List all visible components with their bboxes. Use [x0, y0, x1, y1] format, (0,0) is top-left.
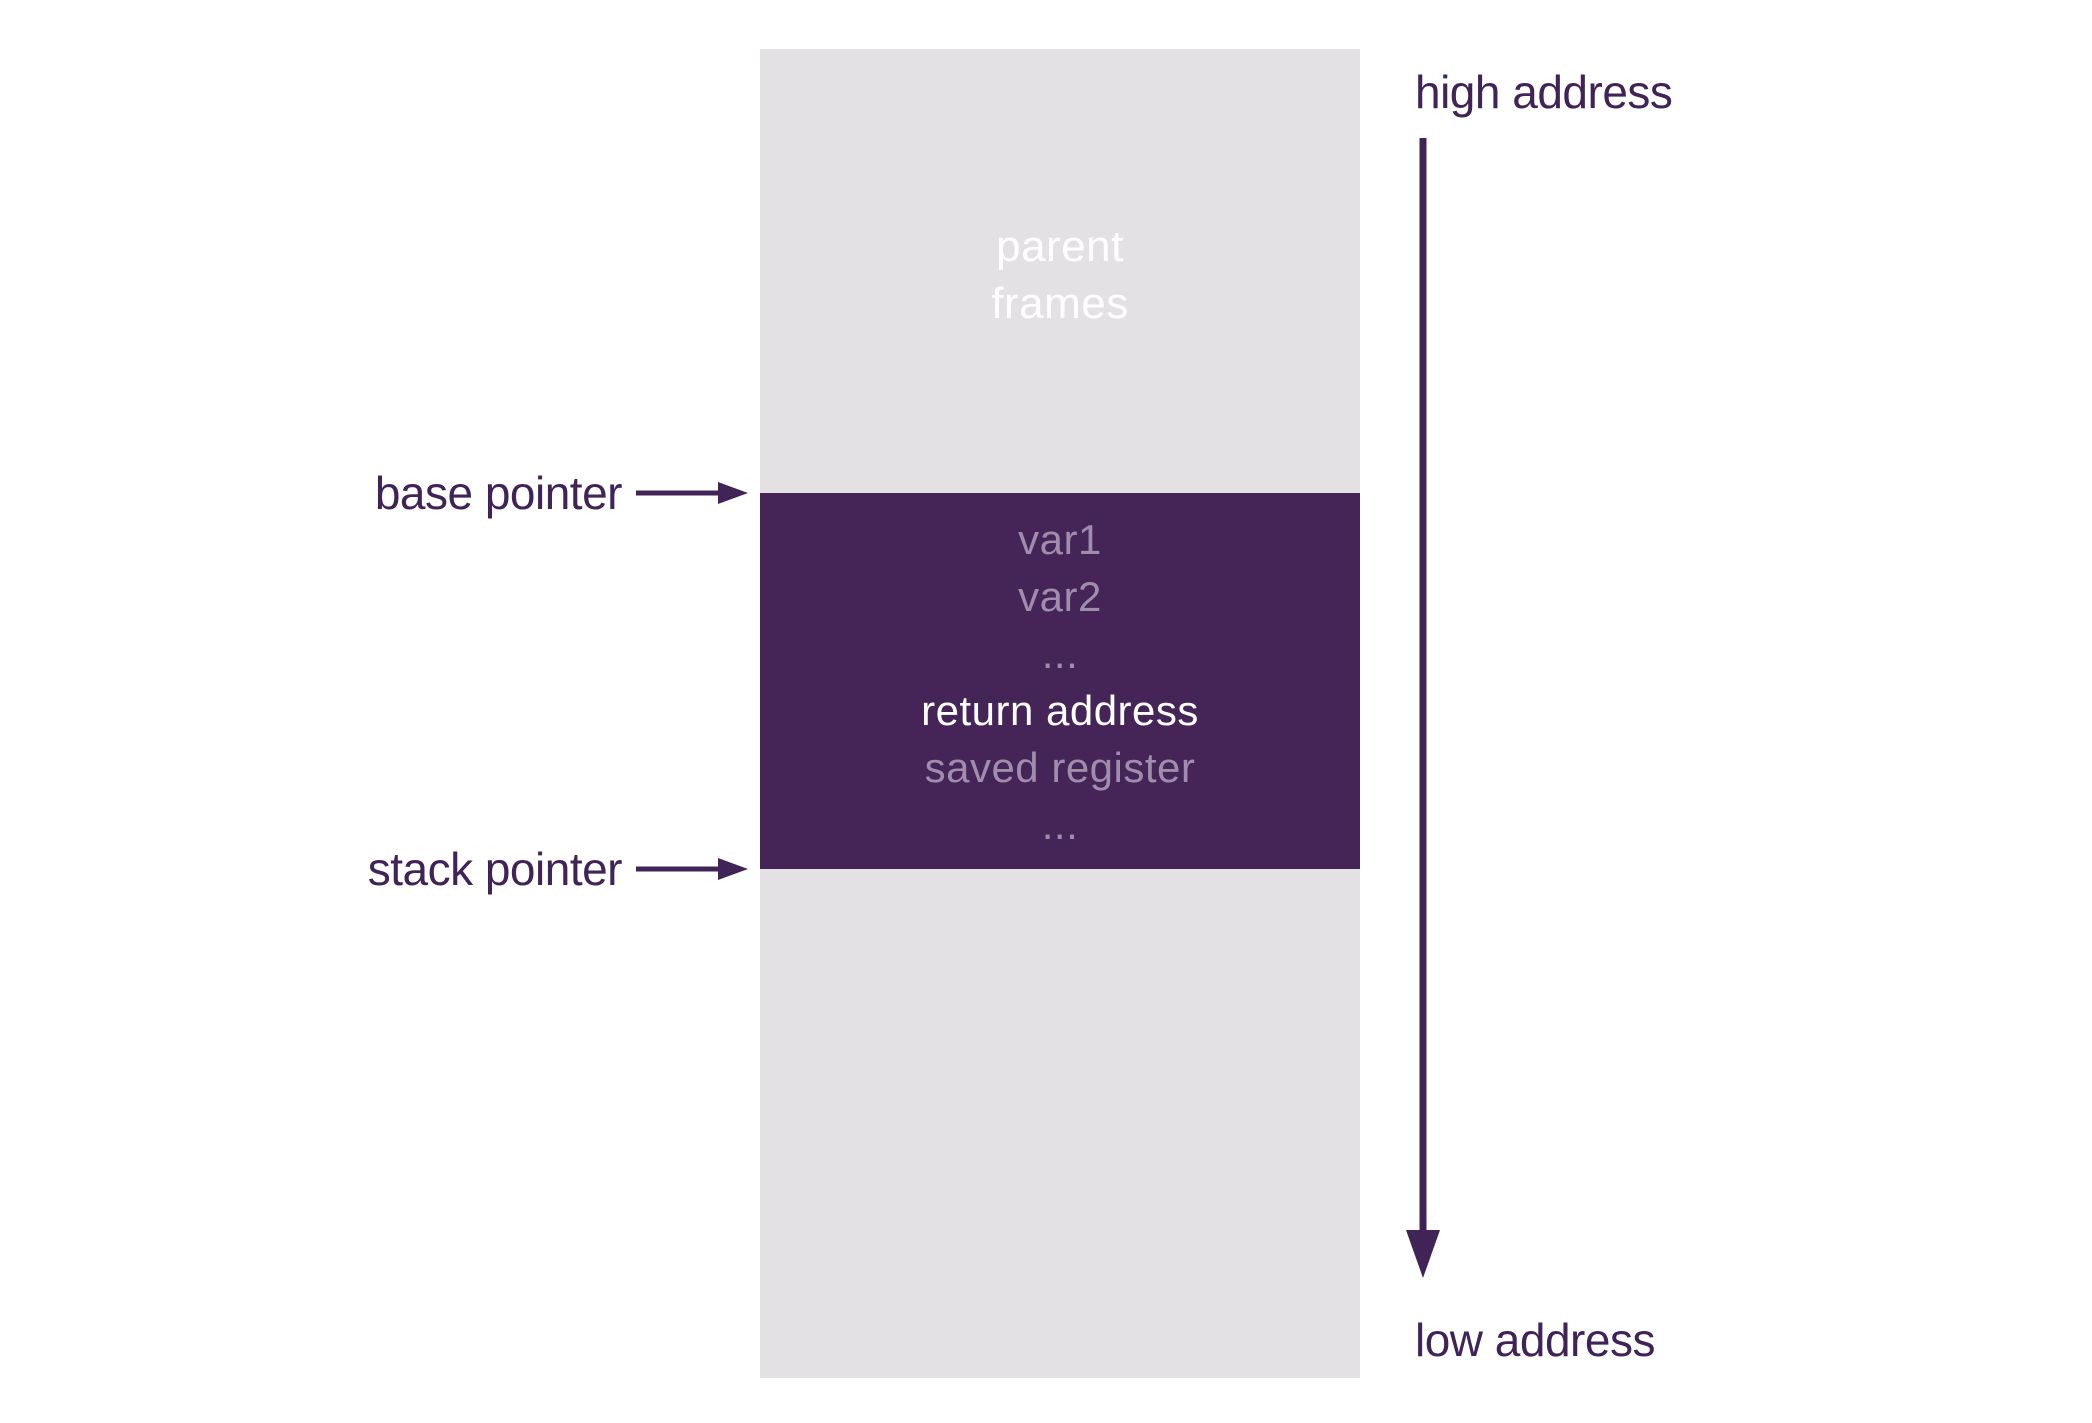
arrow-right-icon	[636, 482, 748, 504]
frame-line-ellipsis-2: ...	[1041, 801, 1079, 848]
high-address-label: high address	[1415, 66, 1673, 118]
base-pointer-label: base pointer	[374, 467, 623, 519]
frame-line-var2: var2	[1018, 573, 1102, 620]
frame-line-var1: var1	[1018, 516, 1102, 563]
low-address-label: low address	[1415, 1314, 1655, 1366]
current-stack-frame-box: var1 var2 ... return address saved regis…	[760, 493, 1360, 869]
arrow-right-icon	[636, 858, 748, 880]
parent-frames-label: parent frames	[760, 218, 1360, 332]
frame-line-ellipsis-1: ...	[1041, 630, 1079, 677]
frame-line-saved-register: saved register	[924, 744, 1196, 791]
arrow-down-icon	[1406, 138, 1440, 1278]
stack-pointer-label: stack pointer	[367, 843, 623, 895]
parent-frames-line2: frames	[991, 279, 1129, 328]
parent-frames-line1: parent	[996, 222, 1124, 271]
frame-line-return-address: return address	[921, 687, 1199, 734]
